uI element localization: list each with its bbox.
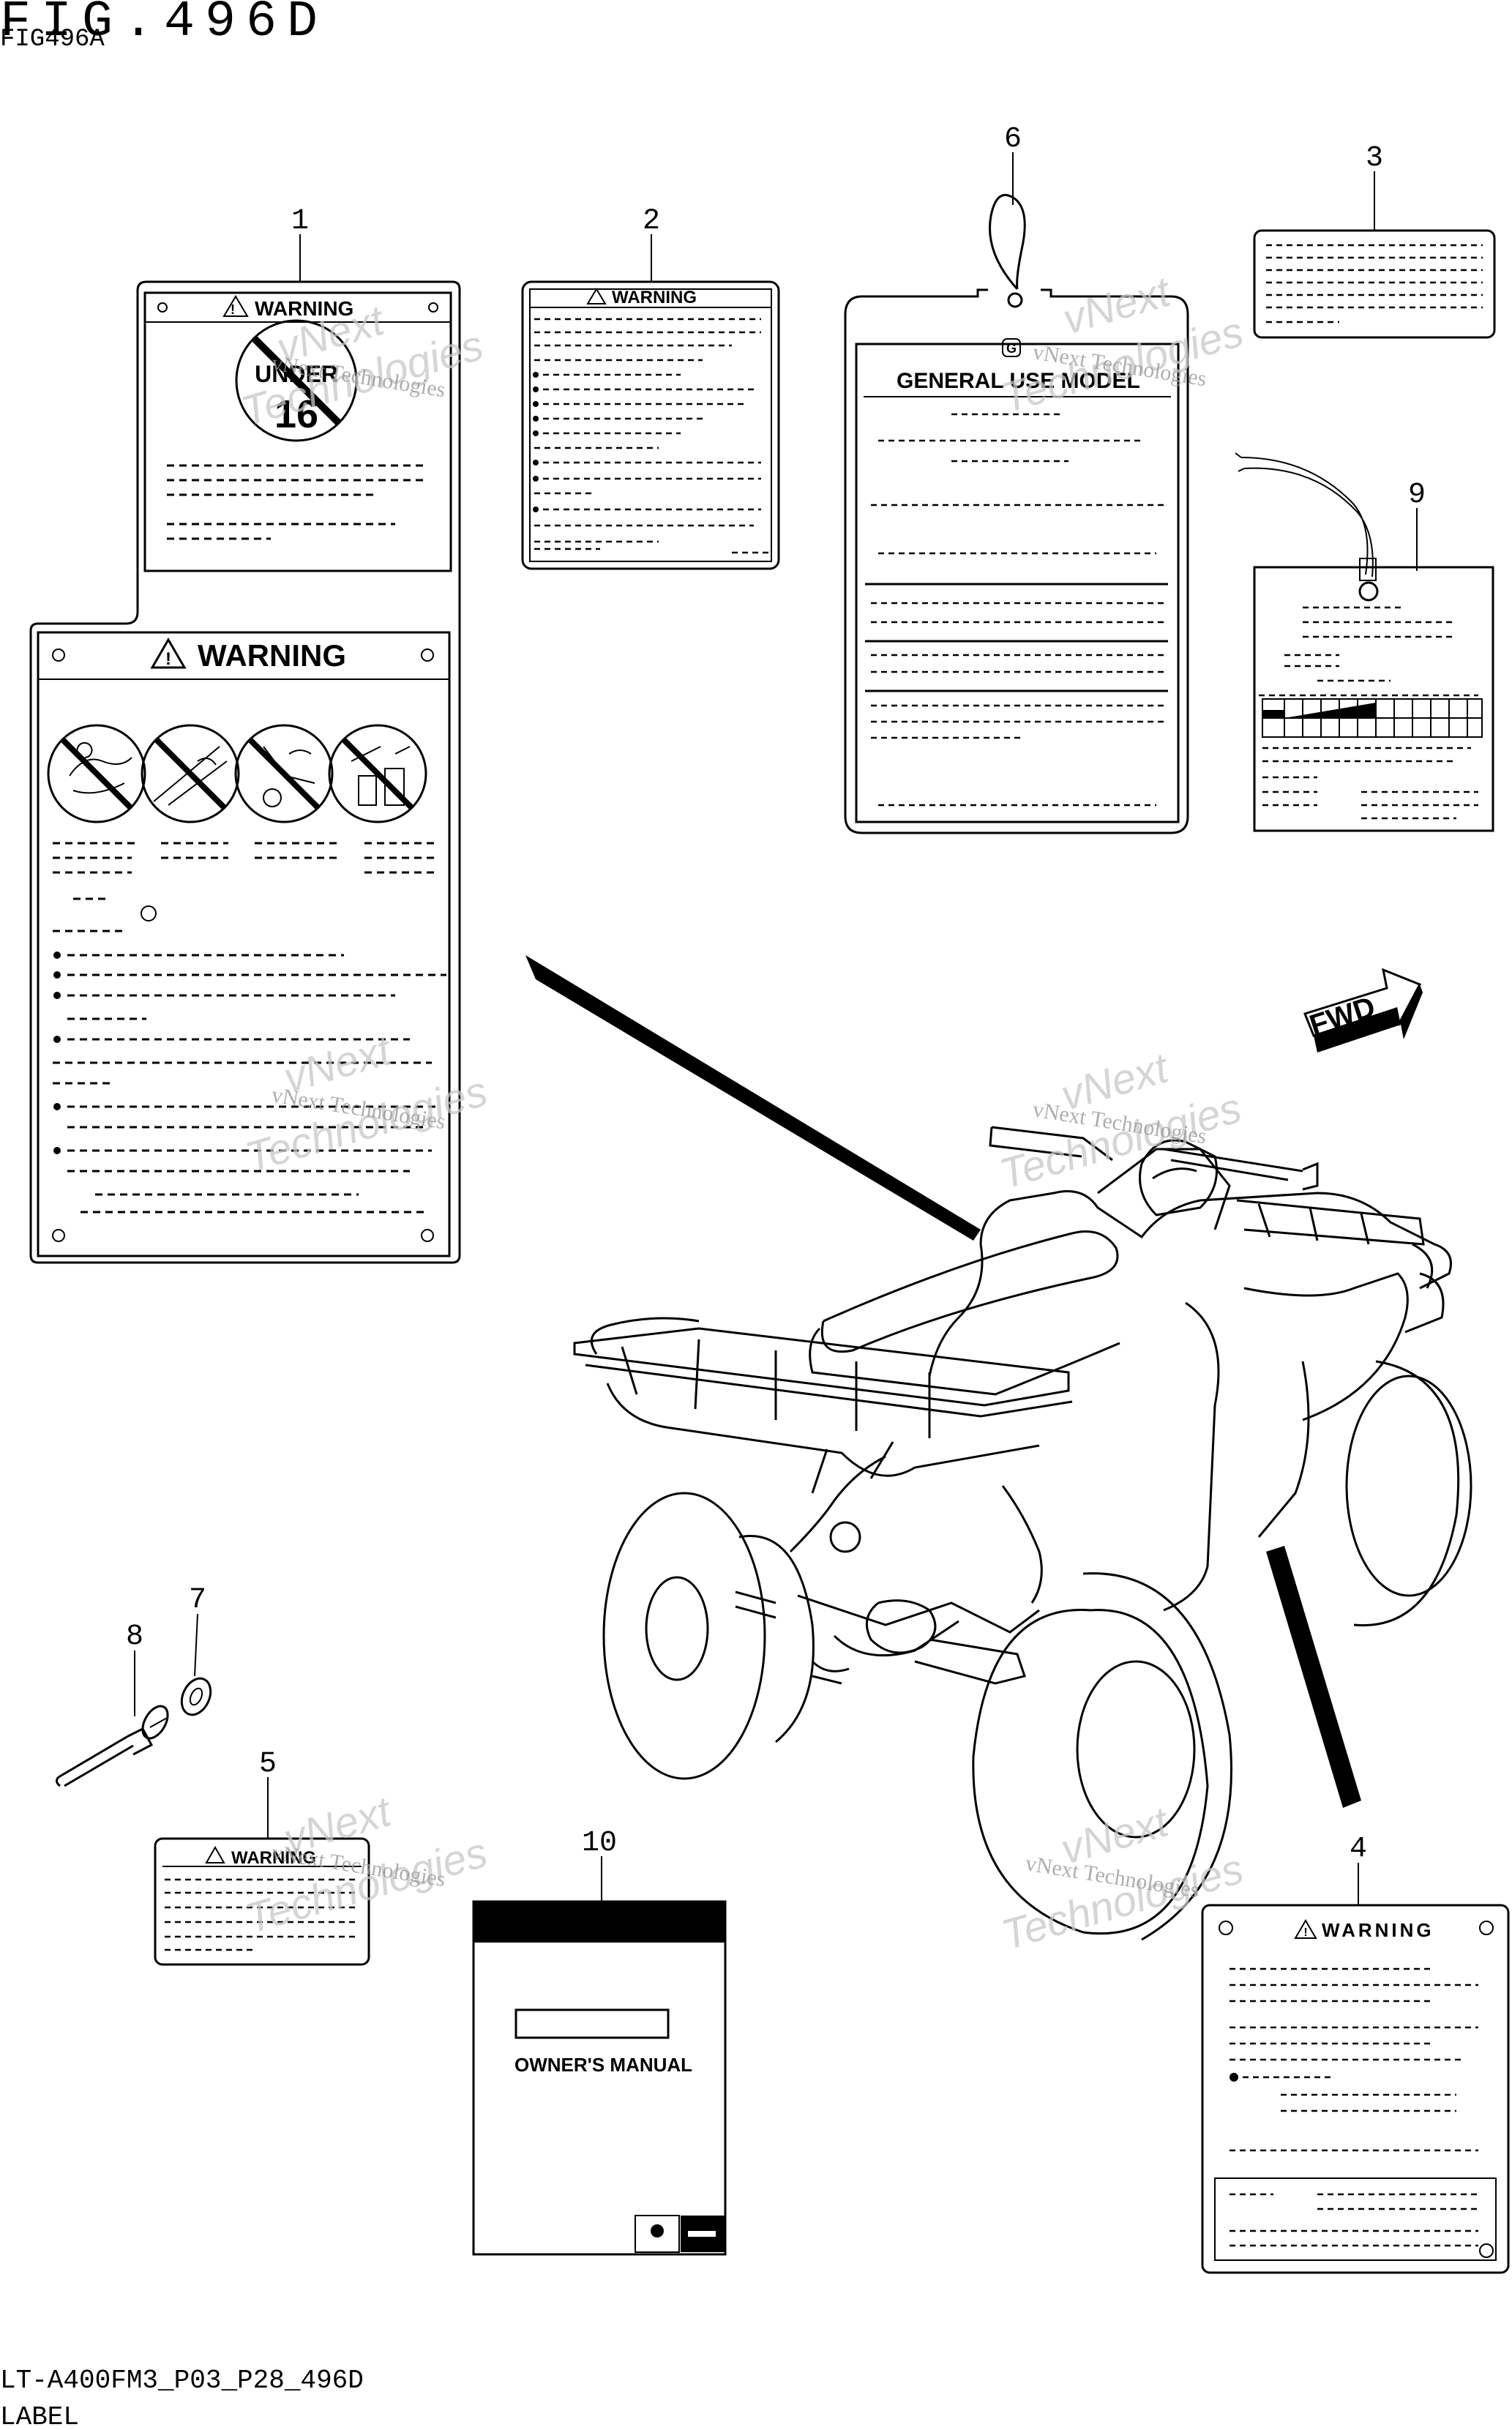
atv-illustration <box>573 1126 1472 1941</box>
fig-ref: FIG496A <box>0 26 105 53</box>
svg-text:!: ! <box>231 302 235 317</box>
general-use-model-title: GENERAL USE MODEL <box>897 369 1140 393</box>
callout-number: 7 <box>189 1584 206 1617</box>
fwd-arrow-icon: FWD <box>1303 968 1423 1053</box>
callout-4[interactable]: 4 <box>1350 1833 1367 1905</box>
callout-number: 9 <box>1408 479 1426 512</box>
svg-text:G: G <box>1006 341 1017 356</box>
svg-text:16: 16 <box>274 392 318 436</box>
under-16-icon: UNDER 16 <box>235 319 358 442</box>
watermark: vNext Technologies vNext Technologies vN… <box>236 267 1249 1959</box>
callout-2[interactable]: 2 <box>643 205 660 282</box>
callout-7[interactable]: 7 <box>189 1584 206 1677</box>
model-code: LT-A400FM3_P03_P28_496D <box>0 2366 364 2396</box>
callout-10[interactable]: 10 <box>582 1827 617 1902</box>
svg-text:!: ! <box>1303 1926 1307 1939</box>
svg-text:!: ! <box>165 649 171 669</box>
section-label: LABEL <box>0 2402 79 2430</box>
warning-triangle-icon <box>205 1845 225 1863</box>
label-item-4[interactable]: ! WARNING <box>1201 1904 1510 2274</box>
warning-heading: WARNING <box>255 297 353 320</box>
no-passenger-icon <box>47 724 146 823</box>
label-item-1[interactable]: ! WARNING UNDER 16 ! WARNING <box>29 280 461 1264</box>
warning-heading: WARNING <box>612 288 697 307</box>
warning-heading: WARNING <box>231 1848 316 1868</box>
callout-number: 10 <box>582 1827 617 1860</box>
svg-text:UNDER: UNDER <box>255 361 338 387</box>
warning-triangle-icon <box>586 288 607 304</box>
callout-3[interactable]: 3 <box>1366 142 1383 231</box>
washer-item-7[interactable] <box>176 1674 217 1719</box>
pointer-wedge <box>525 955 981 1241</box>
range-chart-icon <box>1262 698 1483 738</box>
pointer-wedge <box>1266 1546 1361 1808</box>
label-item-2[interactable]: WARNING <box>521 280 780 570</box>
callout-6[interactable]: 6 <box>1004 123 1022 205</box>
label-item-6[interactable]: G GENERAL USE MODEL <box>844 194 1189 834</box>
callout-9[interactable]: 9 <box>1408 479 1426 571</box>
owners-manual-item-10[interactable]: OWNER'S MANUAL <box>472 1900 727 2256</box>
warning-heading: WARNING <box>198 638 346 673</box>
callout-number: 8 <box>126 1620 143 1653</box>
callout-number: 2 <box>643 205 660 238</box>
no-stunt-icon <box>234 724 334 823</box>
warning-triangle-icon <box>1294 1919 1317 1939</box>
callout-number: 1 <box>291 205 309 238</box>
label-item-9[interactable] <box>1235 452 1494 832</box>
callout-1[interactable]: 1 <box>291 205 309 282</box>
warning-triangle-icon <box>150 638 187 669</box>
label-item-5[interactable]: WARNING <box>154 1837 370 1966</box>
rivet-item-8[interactable] <box>55 1702 173 1787</box>
warning-triangle-icon <box>222 295 249 317</box>
callout-number: 3 <box>1366 142 1383 175</box>
callout-5[interactable]: 5 <box>259 1748 277 1839</box>
no-paved-road-icon <box>141 724 240 823</box>
label-item-3[interactable] <box>1253 229 1496 339</box>
fig-title: FIG.496D <box>0 0 328 51</box>
callout-8[interactable]: 8 <box>126 1620 143 1716</box>
warning-heading: WARNING <box>1322 1919 1434 1941</box>
brand-logo-icon <box>651 2224 664 2238</box>
callout-number: 4 <box>1350 1833 1367 1866</box>
no-alcohol-icon <box>328 724 427 823</box>
callout-number: 6 <box>1004 123 1022 156</box>
callout-number: 5 <box>259 1748 277 1781</box>
owners-manual-title: OWNER'S MANUAL <box>514 2054 692 2076</box>
